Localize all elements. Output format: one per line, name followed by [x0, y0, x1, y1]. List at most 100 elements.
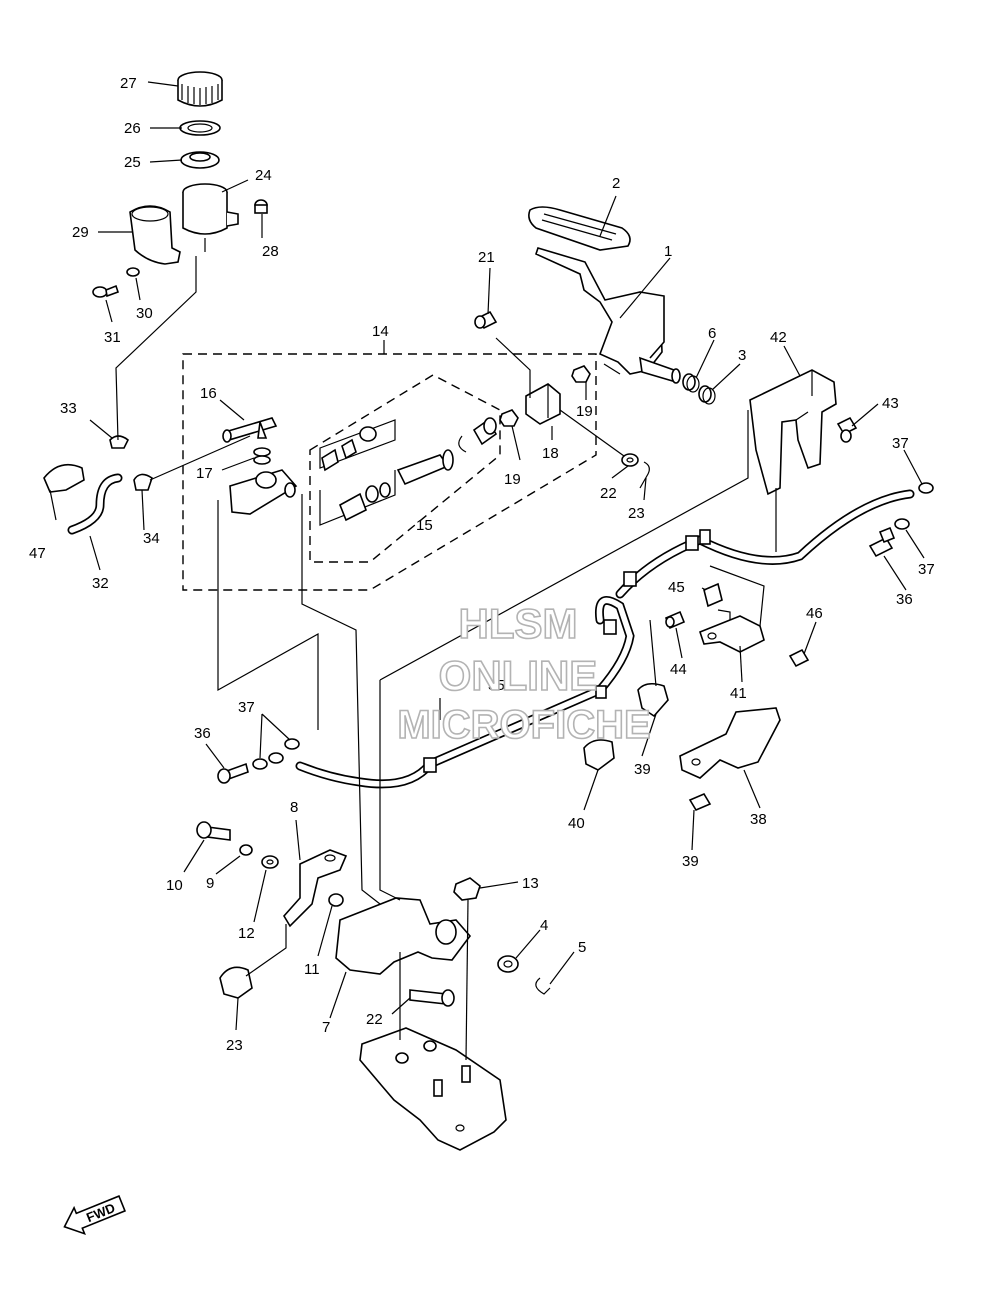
- callout-35: 35: [488, 677, 505, 694]
- callout-44: 44: [670, 661, 687, 678]
- callout-29: 28: [262, 243, 279, 260]
- reservoir-hose-33: [67, 473, 123, 535]
- callout-25: 24: [255, 167, 272, 184]
- callout-46: 46: [806, 605, 823, 622]
- o-ring-17: [253, 447, 271, 465]
- union-bolt-36-left: [217, 762, 249, 784]
- bolt-44: [664, 610, 686, 630]
- hose-holder-45: [703, 582, 723, 608]
- clamp-39-left: [583, 739, 615, 771]
- washer-37-left: [252, 738, 300, 770]
- callout-17: 17: [196, 465, 213, 482]
- callout-41: 42: [770, 329, 787, 346]
- callout-9: 9: [206, 875, 214, 892]
- grommet-12: [261, 855, 279, 869]
- washer-37-right: [894, 518, 910, 530]
- fwd-arrow-icon: FWD: [63, 1195, 126, 1236]
- callout-42: 43: [882, 395, 899, 412]
- callout-37-right: 37: [918, 561, 935, 578]
- spring-6: [682, 373, 700, 393]
- callout-26: 25: [124, 154, 141, 171]
- callout-16: 16: [200, 385, 217, 402]
- callout-20: 21: [478, 249, 495, 266]
- push-rod-clevis-18: [525, 383, 561, 425]
- watermark-line-2: ONLINE: [439, 652, 598, 699]
- collar-11: [328, 893, 344, 907]
- reservoir-cover-30: [129, 205, 181, 265]
- pedal-pad-2: [528, 206, 631, 251]
- callout-31: 30: [136, 305, 153, 322]
- hose-clamp-34-lower: [133, 473, 153, 491]
- callout-8: 8: [290, 799, 298, 816]
- callout-12: 12: [238, 925, 255, 942]
- hose-clamp-47: [43, 463, 85, 493]
- bracket-38: [679, 707, 781, 779]
- washer-9: [239, 844, 253, 856]
- callout-39-left: 40: [568, 815, 585, 832]
- frame-mount-plate: [359, 1027, 507, 1151]
- nut-13: [453, 877, 481, 901]
- pedal-shaft: [639, 356, 681, 384]
- reservoir-cap-28: [177, 71, 223, 107]
- reservoir-tank-25: [182, 183, 239, 252]
- callout-40: 39: [682, 853, 699, 870]
- hose-joint-16: [222, 417, 278, 443]
- leader-lines: [49, 81, 925, 1061]
- circlip-5: [535, 977, 551, 995]
- callout-45: 45: [668, 579, 685, 596]
- watermark-line-3: MICROFICHE: [397, 703, 650, 747]
- diaphragm-26: [180, 151, 220, 169]
- bolt-10: [196, 821, 231, 841]
- brake-pipe-sleeves: [423, 529, 711, 773]
- bracket-41: [749, 369, 837, 496]
- spring-3: [698, 385, 716, 405]
- callout-5: 5: [578, 939, 586, 956]
- callout-28: 27: [120, 75, 137, 92]
- callout-3: 3: [738, 347, 746, 364]
- cotter-pin-22: [639, 461, 650, 489]
- washer-21: [621, 453, 639, 467]
- bolt-42: [836, 416, 858, 443]
- union-bolt-36-right: [868, 526, 896, 558]
- callout-36-left: 36: [194, 725, 211, 742]
- callout-15: 15: [416, 517, 433, 534]
- callout-4: 4: [540, 917, 548, 934]
- washer-31: [126, 267, 140, 277]
- bolt-23: [409, 989, 455, 1007]
- watermark: HLSM ONLINE MICROFICHE: [397, 599, 652, 748]
- callout-37-upper: 37: [892, 435, 909, 452]
- callout-34-upper: 33: [60, 400, 77, 417]
- callout-43: 41: [730, 685, 747, 702]
- assembly-14-box: [182, 353, 597, 591]
- nut-19-left: [499, 409, 519, 427]
- washer-4: [497, 955, 519, 973]
- callout-labels: 27 26 25 24 28 29 30 31 33 47 32 34 14 1…: [29, 75, 935, 1054]
- grommet-29: [254, 199, 268, 214]
- callout-22: 23: [628, 505, 645, 522]
- circlip-15: [458, 435, 467, 453]
- callout-21: 22: [600, 485, 617, 502]
- callout-36-right: 36: [896, 591, 913, 608]
- callout-19-left: 19: [504, 471, 521, 488]
- bolt-46: [788, 648, 810, 668]
- callout-32: 31: [104, 329, 121, 346]
- diaphragm-plate-27: [179, 120, 221, 136]
- callout-24: 23: [226, 1037, 243, 1054]
- callout-10: 10: [166, 877, 183, 894]
- callout-30: 29: [72, 224, 89, 241]
- nut-19-right: [571, 365, 591, 383]
- callout-47: 47: [29, 545, 46, 562]
- callout-6: 6: [708, 325, 716, 342]
- watermark-line-1: HLSM: [459, 600, 578, 647]
- callout-1: 1: [664, 243, 672, 260]
- callout-19-right: 19: [576, 403, 593, 420]
- stay-8: [283, 849, 348, 928]
- master-cylinder-body: [229, 469, 298, 515]
- callout-39-right: 39: [634, 761, 651, 778]
- callout-14: 14: [372, 323, 389, 340]
- boot-15: [472, 417, 498, 446]
- callout-7: 7: [322, 1019, 330, 1036]
- callout-38: 38: [750, 811, 767, 828]
- piston-kit-15: [319, 419, 454, 526]
